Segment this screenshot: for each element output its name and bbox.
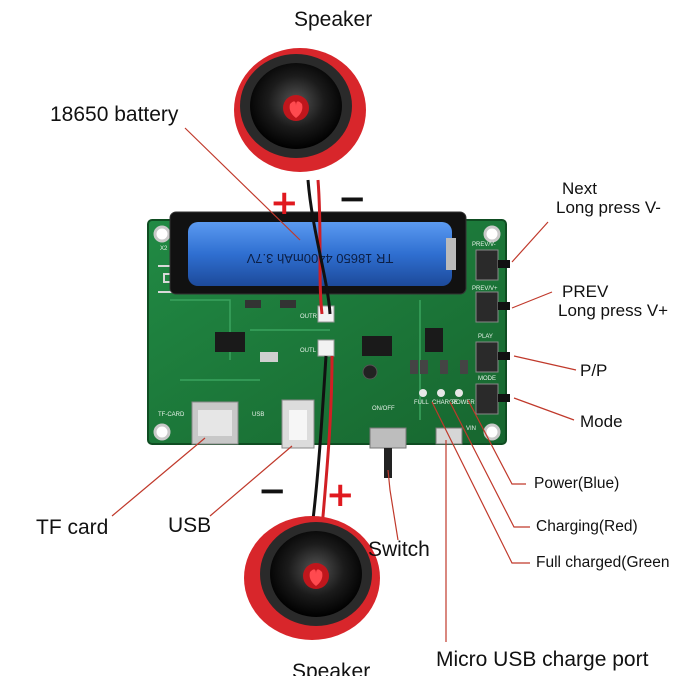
label-next-line2: Long press V- xyxy=(556,197,661,217)
silk-charge: CHARGE xyxy=(432,400,458,406)
polarity-minus-bottom: − xyxy=(258,471,287,511)
leader-tf xyxy=(111,437,206,517)
label-micro-usb: Micro USB charge port xyxy=(436,648,649,671)
label-speaker-top: Speaker xyxy=(294,8,373,31)
label-full-charged: Full charged(Green xyxy=(536,554,670,571)
leader-charging xyxy=(449,401,530,528)
label-power: Power(Blue) xyxy=(534,475,620,492)
leader-full xyxy=(431,401,530,564)
leader-switch xyxy=(387,469,399,541)
polarity-minus-top: − xyxy=(338,179,367,219)
leader-pp xyxy=(513,355,577,371)
leader-usb xyxy=(209,445,293,517)
leader-mode xyxy=(513,397,575,421)
silk-full: FULL xyxy=(414,400,429,406)
silk-x2: X2 xyxy=(160,246,168,252)
silk-out-r: OUTR xyxy=(300,314,318,320)
leader-power xyxy=(467,399,526,485)
speaker-bottom xyxy=(244,516,380,640)
silk-usb: USB xyxy=(252,412,264,418)
label-next: Next Long press V- xyxy=(556,179,661,217)
label-usb: USB xyxy=(168,514,212,537)
leader-lines xyxy=(111,127,577,642)
speaker-top xyxy=(234,48,366,172)
label-next-line1: Next xyxy=(562,179,597,198)
speaker-wires xyxy=(306,179,334,529)
label-pp: P/P xyxy=(580,361,608,380)
silkscreen: X2 PREV/V- PREV/V+ PLAY MODE FULL CHARGE… xyxy=(158,242,498,432)
leader-battery xyxy=(184,127,301,241)
battery-18650: TR 18650 4400mAh 3.7V xyxy=(169,211,467,295)
label-speaker-bottom: Speaker xyxy=(292,660,371,676)
silk-play: PLAY xyxy=(478,334,493,340)
label-charging: Charging(Red) xyxy=(536,518,638,535)
silk-vin: VIN xyxy=(466,426,476,432)
silk-mode: MODE xyxy=(478,376,496,382)
label-prev-line1: PREV xyxy=(562,282,609,301)
silk-on-off: ON/OFF xyxy=(372,406,395,412)
label-tf-card: TF card xyxy=(36,516,109,539)
silk-prev-v-minus: PREV/V- xyxy=(472,242,496,248)
label-prev: PREV Long press V+ xyxy=(558,282,669,320)
silk-prev-v-plus: PREV/V+ xyxy=(472,286,498,292)
polarity-plus-bottom: + xyxy=(326,475,355,515)
silk-tf-card: TF-CARD xyxy=(158,412,185,418)
label-mode: Mode xyxy=(580,412,623,431)
silk-out-l: OUTL xyxy=(300,348,317,354)
silk-power: POWER xyxy=(452,400,475,406)
label-switch: Switch xyxy=(368,538,430,561)
label-battery: 18650 battery xyxy=(50,103,179,126)
leader-next xyxy=(511,221,549,263)
label-prev-line2: Long press V+ xyxy=(558,300,669,320)
polarity-plus-top: + xyxy=(270,183,299,223)
leader-prev xyxy=(511,291,553,309)
